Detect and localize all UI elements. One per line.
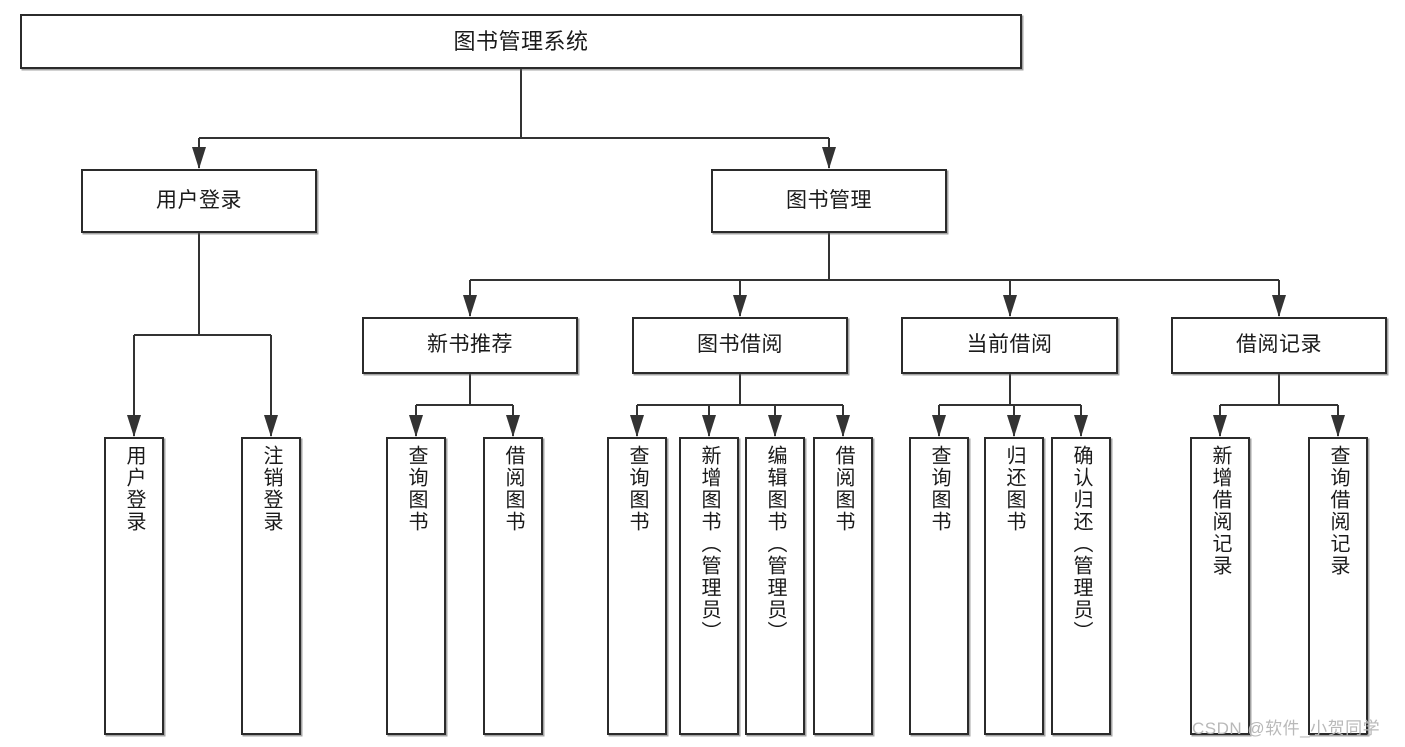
node-label: 图书借阅	[697, 333, 783, 357]
node-label: 借阅记录	[1236, 333, 1322, 357]
node-leaf-borrow-book-1[interactable]: 借阅图书	[483, 437, 543, 735]
node-label: 查询图书	[928, 445, 950, 533]
node-leaf-logout[interactable]: 注销登录	[241, 437, 301, 735]
node-label: 新增借阅记录	[1209, 445, 1231, 577]
node-leaf-query-record[interactable]: 查询借阅记录	[1308, 437, 1368, 735]
node-label: 新书推荐	[427, 333, 513, 357]
node-user-login[interactable]: 用户登录	[81, 169, 317, 233]
node-leaf-query-book-1[interactable]: 查询图书	[386, 437, 446, 735]
node-leaf-edit-book[interactable]: 编辑图书（管理员）	[745, 437, 805, 735]
node-label: 注销登录	[260, 445, 282, 533]
node-leaf-query-book-2[interactable]: 查询图书	[607, 437, 667, 735]
node-leaf-return-book[interactable]: 归还图书	[984, 437, 1044, 735]
node-label: 确认归还（管理员）	[1070, 445, 1092, 643]
node-leaf-user-login[interactable]: 用户登录	[104, 437, 164, 735]
node-label: 借阅图书	[502, 445, 524, 533]
node-label: 归还图书	[1003, 445, 1025, 533]
node-label: 当前借阅	[966, 333, 1053, 357]
node-label: 查询图书	[405, 445, 427, 533]
node-label: 用户登录	[123, 445, 145, 533]
node-leaf-add-book[interactable]: 新增图书（管理员）	[679, 437, 739, 735]
node-leaf-borrow-book-2[interactable]: 借阅图书	[813, 437, 873, 735]
node-root[interactable]: 图书管理系统	[20, 14, 1022, 69]
node-label: 图书管理系统	[453, 28, 589, 54]
node-borrow-record[interactable]: 借阅记录	[1171, 317, 1387, 374]
node-label: 查询借阅记录	[1327, 445, 1349, 577]
node-label: 查询图书	[626, 445, 648, 533]
node-leaf-query-book-3[interactable]: 查询图书	[909, 437, 969, 735]
node-current-borrow[interactable]: 当前借阅	[901, 317, 1118, 374]
node-leaf-confirm-return[interactable]: 确认归还（管理员）	[1051, 437, 1111, 735]
node-book-manage[interactable]: 图书管理	[711, 169, 947, 233]
node-label: 编辑图书（管理员）	[764, 445, 786, 643]
node-label: 图书管理	[786, 188, 872, 212]
csdn-watermark: CSDN @软件_小贺同学	[1192, 719, 1381, 738]
node-new-book-recommend[interactable]: 新书推荐	[362, 317, 578, 374]
node-leaf-add-record[interactable]: 新增借阅记录	[1190, 437, 1250, 735]
node-label: 借阅图书	[832, 445, 854, 533]
node-book-borrow[interactable]: 图书借阅	[632, 317, 848, 374]
node-label: 新增图书（管理员）	[698, 445, 720, 643]
node-label: 用户登录	[156, 188, 242, 212]
